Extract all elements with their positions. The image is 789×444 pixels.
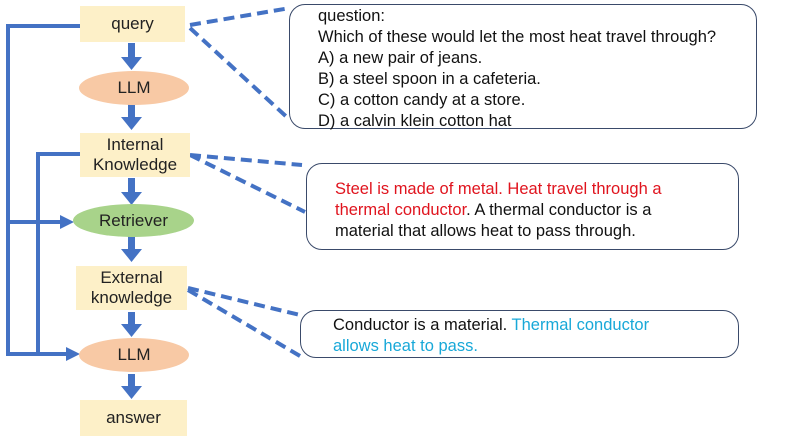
retriever-label: Retriever: [99, 210, 168, 230]
external-callout-connector-top: [187, 286, 301, 317]
query-node: query: [80, 6, 185, 42]
option-a: A) a new pair of jeans.: [318, 49, 483, 67]
arrow-query-to-llm: [121, 43, 142, 70]
external-knowledge-label-line2: knowledge: [90, 288, 173, 307]
question-text: Which of these would let the most heat t…: [318, 28, 717, 46]
internal-knowledge-highlight-red: Steel is made of metal. Heat travel thro…: [335, 180, 662, 219]
query-label: query: [111, 14, 154, 33]
llm-node-top: LLM: [79, 71, 189, 105]
external-callout-connector-bottom: [186, 288, 302, 358]
internal-callout-connector-bottom: [189, 153, 306, 214]
internal-callout-connector-top: [189, 153, 303, 167]
llm-label-bottom: LLM: [117, 345, 151, 364]
question-heading: question:: [318, 7, 385, 25]
option-b: B) a steel spoon in a cafeteria.: [318, 70, 541, 88]
query-callout-connector-bottom: [188, 26, 292, 122]
external-knowledge-highlight-cyan: Thermal conductor allows heat to pass.: [333, 316, 650, 355]
answer-node: answer: [80, 400, 187, 436]
llm-node-bottom: LLM: [79, 338, 189, 372]
internal-bypass-line: [36, 152, 80, 354]
llm-label-top: LLM: [117, 78, 151, 97]
external-knowledge-node: External knowledge: [76, 266, 187, 310]
query-bypass-line: [6, 24, 80, 356]
retriever-arrowhead: [60, 215, 74, 229]
answer-label: answer: [106, 408, 161, 427]
llm2-arrowhead: [66, 347, 80, 361]
internal-knowledge-label-line1: Internal: [106, 135, 164, 154]
option-c: C) a cotton candy at a store.: [318, 91, 526, 109]
internal-knowledge-node: Internal Knowledge: [80, 133, 190, 177]
internal-knowledge-callout: Steel is made of metal. Heat travel thro…: [306, 163, 739, 250]
arrow-llm-to-internal: [121, 104, 142, 130]
arrow-external-to-llm: [121, 312, 142, 337]
query-callout-connector-top: [189, 6, 291, 27]
external-knowledge-text: Conductor is a material.: [333, 316, 512, 334]
internal-knowledge-label-line2: Knowledge: [92, 155, 178, 174]
question-callout: question: Which of these would let the m…: [289, 4, 757, 130]
external-knowledge-label-line1: External: [100, 268, 163, 287]
external-knowledge-callout: Conductor is a material. Thermal conduct…: [300, 310, 739, 358]
arrow-internal-to-retriever: [121, 178, 142, 205]
internal-knowledge-text: . A thermal conductor is a material that…: [335, 201, 652, 240]
arrow-retriever-to-external: [121, 235, 142, 262]
retriever-node: Retriever: [73, 204, 194, 237]
arrow-llm-to-answer: [121, 374, 142, 399]
option-d: D) a calvin klein cotton hat: [318, 112, 512, 130]
